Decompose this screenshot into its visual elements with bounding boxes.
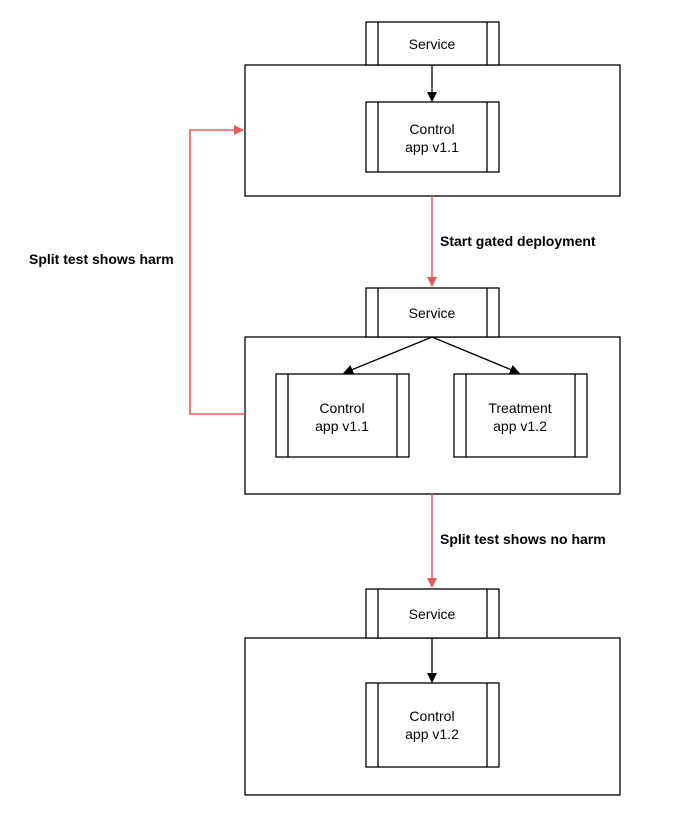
stage-2-treatment-node: Treatment app v1.2 — [453, 373, 588, 458]
split-test-shows-harm-label: Split test shows harm — [29, 251, 174, 267]
stage-1-control-node: Control app v1.1 — [365, 101, 500, 173]
stage-2-service-node: Service — [365, 287, 500, 338]
stage-1-service-node: Service — [365, 21, 500, 66]
stage-1: Service Control app v1.1 — [244, 21, 621, 197]
stage-2-control-label-line2: app v1.1 — [315, 418, 369, 434]
split-test-shows-harm-arrow — [189, 125, 245, 415]
stage-2-service-label: Service — [409, 305, 456, 321]
stage-2-treatment-label-line1: Treatment — [488, 400, 551, 416]
stage-3-control-label-line1: Control — [409, 708, 454, 724]
stage-1-control-label-line1: Control — [409, 121, 454, 137]
stage-2-control-node: Control app v1.1 — [275, 373, 410, 458]
start-gated-deployment-label: Start gated deployment — [440, 233, 596, 249]
stage-2-treatment-label-line2: app v1.2 — [493, 418, 547, 434]
stage-3-service-label: Service — [409, 606, 456, 622]
stage-2-control-label-line1: Control — [319, 400, 364, 416]
stage-2: Service Control app v1.1 Treatment app v… — [244, 287, 621, 495]
split-test-shows-no-harm-label: Split test shows no harm — [440, 531, 606, 547]
stage-3-control-node: Control app v1.2 — [365, 682, 500, 768]
stage-3: Service Control app v1.2 — [244, 588, 621, 796]
stage-1-service-label: Service — [409, 36, 456, 52]
stage-3-control-label-line2: app v1.2 — [405, 726, 459, 742]
stage-2-service-to-control-arrow — [343, 336, 433, 375]
stage-2-service-to-treatment-arrow — [431, 336, 520, 375]
stage-3-service-node: Service — [365, 588, 500, 639]
stage-1-control-label-line2: app v1.1 — [405, 139, 459, 155]
